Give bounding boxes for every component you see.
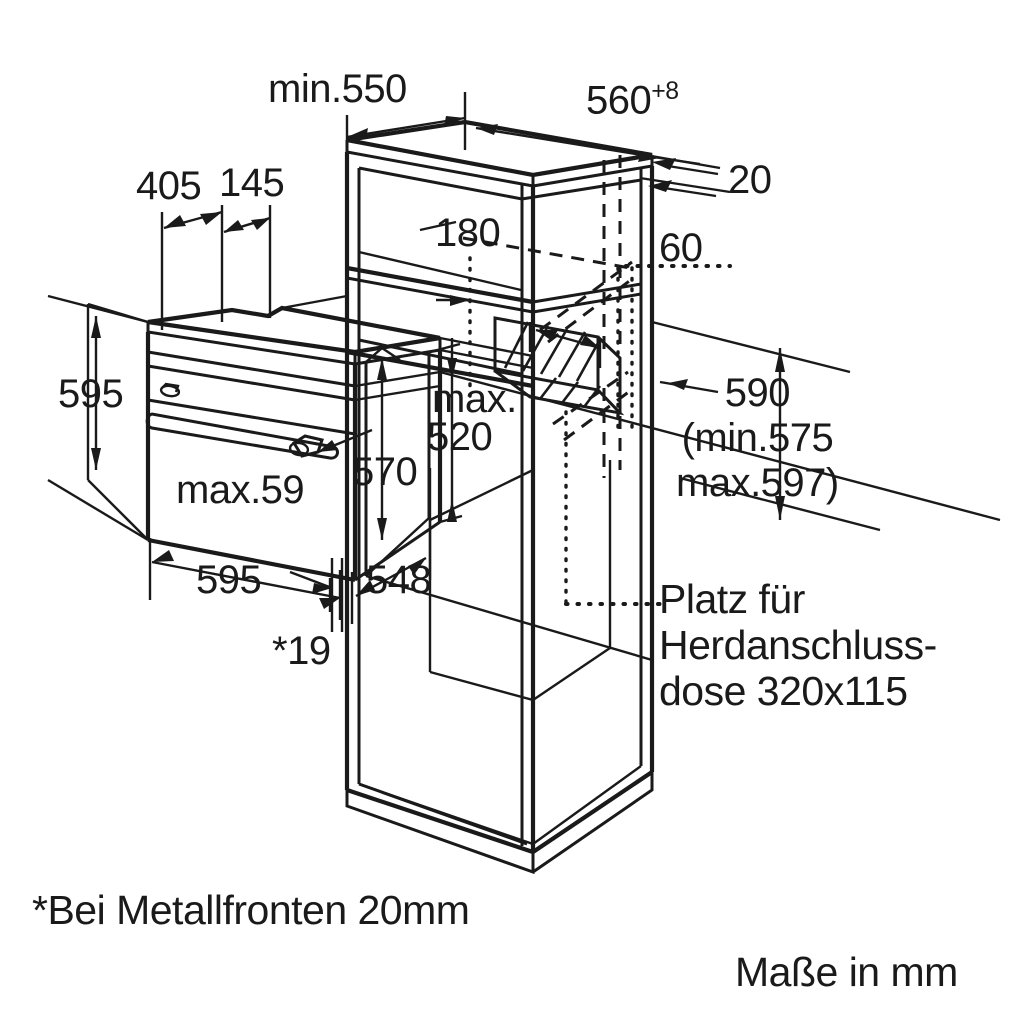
label-19-footnote-ref: *19 [272, 629, 331, 673]
label-590: 590 [724, 371, 791, 415]
label-60: 60 [659, 226, 703, 270]
projection-leader-lines [281, 294, 1001, 662]
label-min575: (min.575 [681, 415, 834, 460]
socket-note: Platz für Herdanschluss- dose 320x115 [659, 576, 937, 715]
label-max-line1: max. [432, 377, 517, 421]
metal-front-footnote: *Bei Metallfronten 20mm [32, 887, 470, 933]
dim-548 [338, 518, 432, 624]
socket-dotted-lines [468, 256, 732, 608]
socket-note-line-3: dose 320x115 [659, 667, 908, 714]
label-405: 405 [136, 164, 202, 208]
dim-180 [419, 220, 470, 306]
label-590-block: 590 (min.575 max.597) [676, 371, 839, 505]
socket-note-line-2: Herdanschluss- [659, 621, 937, 668]
dim-405-145 [160, 205, 272, 330]
label-560-plus8: 560+8 [586, 78, 679, 123]
dim-60 [528, 322, 719, 394]
label-max59: max.59 [176, 468, 305, 512]
dim-max520 [429, 338, 463, 524]
label-560-value: 560 [586, 78, 652, 123]
label-180: 180 [435, 211, 501, 255]
units-note: Maße in mm [735, 949, 958, 995]
label-570: 570 [352, 450, 418, 494]
dim-595-height [47, 294, 149, 542]
label-min550: min.550 [268, 67, 407, 111]
socket-note-line-1: Platz für [659, 576, 805, 622]
label-145: 145 [219, 161, 285, 205]
label-20: 20 [728, 158, 772, 202]
dim-19-front-overhang [289, 558, 344, 632]
dim-min550 [345, 92, 467, 168]
dim-20 [627, 150, 731, 198]
label-595-width: 595 [196, 558, 262, 602]
dim-570 [317, 346, 401, 540]
label-max597: max.597) [676, 460, 839, 505]
label-560-tolerance: +8 [651, 78, 679, 105]
hidden-lines-dashed [462, 155, 637, 478]
dim-590 [651, 320, 881, 532]
label-520: 520 [427, 415, 493, 459]
label-595-height: 595 [58, 372, 124, 416]
label-548: 548 [366, 558, 432, 602]
dim-595-width [148, 538, 341, 612]
cabinet-outline [344, 119, 655, 875]
